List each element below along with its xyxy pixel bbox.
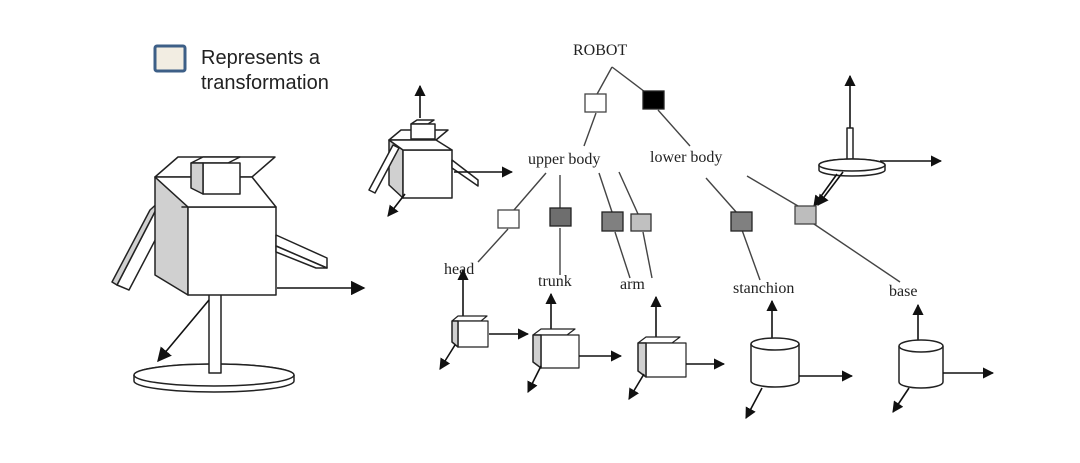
transform-robot-upper bbox=[584, 93, 607, 113]
head-cube-icon bbox=[439, 268, 530, 370]
upper-body-label: upper body bbox=[528, 151, 600, 168]
transform-trunk bbox=[549, 207, 572, 227]
legend-line-2: transformation bbox=[201, 72, 329, 94]
legend: Represents a transformation bbox=[153, 44, 329, 94]
trunk-cube-icon bbox=[527, 292, 623, 394]
transformation-boxes bbox=[497, 90, 817, 232]
transform-arm-1 bbox=[601, 211, 624, 232]
trunk-label: trunk bbox=[538, 273, 572, 290]
transform-robot-lower bbox=[642, 90, 665, 110]
stanchion-base-model-icon bbox=[817, 74, 943, 206]
legend-line-1: Represents a bbox=[201, 47, 321, 69]
transform-head bbox=[497, 209, 520, 229]
robot-upper-body-icon bbox=[368, 84, 514, 217]
base-cylinder-icon bbox=[892, 303, 995, 413]
head-label: head bbox=[444, 261, 474, 278]
lower-body-label: lower body bbox=[650, 149, 722, 166]
transformation-legend-icon bbox=[153, 44, 187, 73]
stanchion-label: stanchion bbox=[733, 280, 794, 297]
base-label: base bbox=[889, 283, 917, 300]
transform-stanchion bbox=[730, 211, 753, 232]
robot-3d-model-icon bbox=[111, 156, 366, 393]
transform-base bbox=[794, 205, 817, 225]
tree-edges bbox=[477, 66, 901, 283]
arm-label: arm bbox=[620, 276, 645, 293]
transform-arm-2 bbox=[630, 213, 652, 232]
root-label: ROBOT bbox=[573, 42, 627, 59]
tree-labels: ROBOT upper body lower body head trunk a… bbox=[444, 42, 917, 300]
arm-cube-icon bbox=[628, 295, 726, 400]
stanchion-cylinder-icon bbox=[745, 299, 854, 419]
